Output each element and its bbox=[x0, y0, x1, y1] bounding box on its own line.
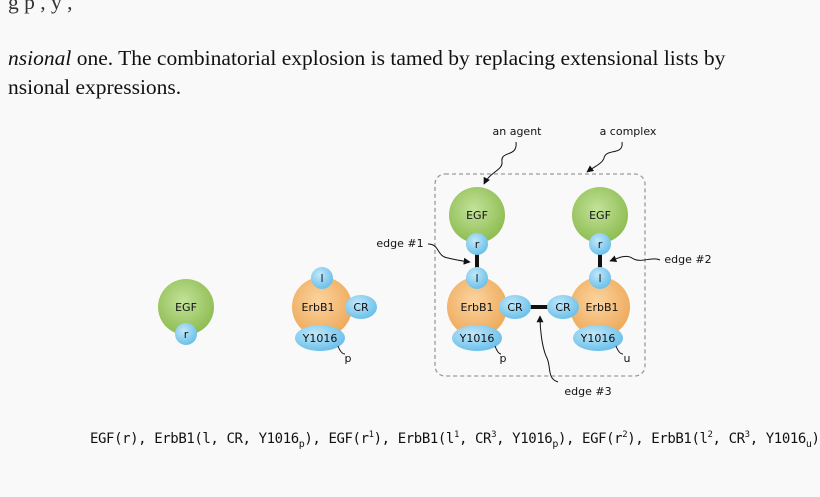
edge-3-arrow bbox=[536, 315, 559, 383]
state-u-3: u bbox=[624, 352, 631, 365]
an-agent-arrow bbox=[483, 141, 517, 185]
paper-text-line-2: nsional expressions. bbox=[8, 75, 182, 99]
egf-agent-2: EGF r bbox=[449, 187, 505, 255]
edge-1-arrow bbox=[427, 243, 471, 265]
formula-part: ), ErbB1(l bbox=[627, 431, 708, 447]
site-y1016-2 bbox=[452, 325, 502, 351]
erbb1-body-3 bbox=[570, 277, 630, 337]
erbb1-label-1: ErbB1 bbox=[302, 301, 335, 314]
annotation-an-agent: an agent bbox=[493, 125, 543, 138]
site-cr-label-3: CR bbox=[555, 301, 571, 314]
site-y1016-3 bbox=[573, 325, 623, 351]
site-cr-3 bbox=[547, 295, 579, 319]
egf-agent-3: EGF r bbox=[572, 187, 628, 255]
erbb1-agent-2: ErbB1 l CR Y1016 p bbox=[447, 267, 531, 365]
formula-part: , CR bbox=[712, 431, 746, 447]
formula-sub: p bbox=[298, 439, 305, 450]
formula-part: ), EGF(r bbox=[304, 431, 369, 447]
site-y1016-1 bbox=[295, 325, 345, 351]
site-r-label-2: r bbox=[475, 238, 480, 251]
formula-sup: 3 bbox=[744, 430, 750, 440]
egf-body-2 bbox=[449, 187, 505, 243]
site-l-2 bbox=[466, 267, 488, 289]
annotation-edge-2: edge #2 bbox=[664, 253, 711, 266]
erbb1-label-3: ErbB1 bbox=[586, 301, 619, 314]
site-r-label-1: r bbox=[184, 328, 189, 341]
site-y1016-label-3: Y1016 bbox=[580, 332, 616, 345]
state-p-1: p bbox=[345, 352, 352, 365]
egf-label-2: EGF bbox=[466, 209, 488, 222]
edge-2-arrow bbox=[609, 255, 661, 263]
annotation-edge-3: edge #3 bbox=[564, 385, 611, 398]
egf-body-3 bbox=[572, 187, 628, 243]
formula-sup: 1 bbox=[368, 430, 374, 440]
formula-part: ), EGF(r bbox=[557, 431, 623, 447]
site-l-1 bbox=[311, 267, 333, 289]
site-r-2 bbox=[466, 233, 488, 255]
site-l-label-1: l bbox=[320, 272, 323, 285]
site-y1016-label-2: Y1016 bbox=[459, 332, 495, 345]
site-cr-2 bbox=[499, 295, 531, 319]
state-p-2: p bbox=[500, 352, 507, 365]
erbb1-label-2: ErbB1 bbox=[461, 301, 494, 314]
figure-diagram: EGF r ErbB1 l CR Y1016 p EGF r bbox=[158, 125, 712, 398]
site-l-label-3: l bbox=[598, 272, 601, 285]
formula-sup: 2 bbox=[707, 430, 713, 440]
egf-body-1 bbox=[158, 279, 214, 335]
kappa-formula: EGF(r), ErbB1(l, CR, Y1016p), EGF(r1), E… bbox=[90, 430, 820, 450]
egf-label-3: EGF bbox=[589, 209, 611, 222]
paper-text-clipped-line: g p , y , bbox=[8, 0, 73, 14]
formula-sub: p bbox=[552, 439, 558, 450]
italic-word: nsional bbox=[8, 46, 72, 70]
erbb1-agent-1: ErbB1 l CR Y1016 p bbox=[292, 267, 377, 365]
formula-part: , CR bbox=[458, 431, 492, 447]
site-y1016-label-1: Y1016 bbox=[302, 332, 338, 345]
a-complex-arrow bbox=[586, 141, 623, 173]
formula-part: EGF(r), ErbB1(l, CR, Y1016 bbox=[90, 431, 299, 447]
site-cr-label-2: CR bbox=[507, 301, 523, 314]
site-l-3 bbox=[589, 267, 611, 289]
annotation-edge-1: edge #1 bbox=[376, 237, 423, 250]
site-cr-label-1: CR bbox=[353, 301, 369, 314]
formula-part: , Y1016 bbox=[749, 431, 807, 447]
erbb1-agent-3: ErbB1 l CR Y1016 u bbox=[547, 267, 630, 365]
erbb1-body-1 bbox=[292, 277, 352, 337]
annotation-a-complex: a complex bbox=[600, 125, 657, 138]
egf-label-1: EGF bbox=[175, 301, 197, 314]
site-l-label-2: l bbox=[475, 272, 478, 285]
erbb1-body-2 bbox=[447, 277, 507, 337]
formula-sub: u bbox=[805, 439, 812, 450]
egf-agent-1: EGF r bbox=[158, 279, 214, 345]
site-r-1 bbox=[175, 323, 197, 345]
complex-box bbox=[434, 173, 646, 377]
formula-part: , Y1016 bbox=[496, 431, 553, 447]
formula-sup: 2 bbox=[622, 430, 628, 440]
site-r-3 bbox=[589, 233, 611, 255]
paper-text-line-1: nsional one. The combinatorial explosion… bbox=[8, 46, 725, 71]
formula-sup: 1 bbox=[453, 430, 459, 440]
formula-sup: 3 bbox=[491, 430, 497, 440]
line-1-rest: one. The combinatorial explosion is tame… bbox=[71, 46, 726, 70]
site-cr-1 bbox=[345, 295, 377, 319]
site-r-label-3: r bbox=[598, 238, 603, 251]
formula-part: ), ErbB1(l bbox=[373, 431, 455, 447]
formula-part: ) bbox=[811, 431, 820, 447]
